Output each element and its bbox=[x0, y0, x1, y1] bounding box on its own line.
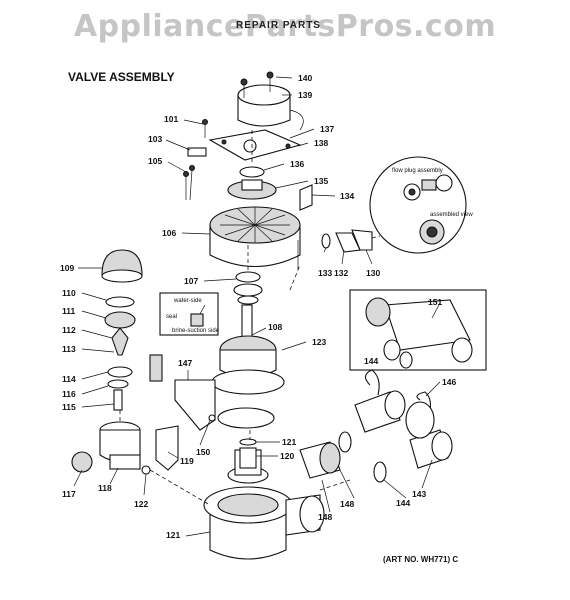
seal-inset bbox=[159, 292, 219, 336]
callout-116: 116 bbox=[62, 389, 76, 399]
callout-labels: 140 139 137 138 136 135 134 101 103 105 … bbox=[60, 73, 456, 540]
callout-140: 139 bbox=[298, 90, 312, 100]
callout-119: 119 bbox=[180, 456, 194, 466]
callout-120: 122 bbox=[134, 499, 148, 509]
callout-118: 118 bbox=[98, 483, 112, 493]
brackets bbox=[149, 354, 216, 471]
callout-148: 148 bbox=[318, 512, 332, 522]
section-title: VALVE ASSEMBLY bbox=[68, 70, 175, 84]
note-flow-plug: flow plug assembly bbox=[392, 168, 443, 174]
callout-121: 121 bbox=[166, 530, 180, 540]
callout-106: 106 bbox=[162, 228, 176, 238]
callout-146: 147 bbox=[178, 358, 192, 368]
valve-cover bbox=[209, 206, 301, 270]
note-assembled: assembled view bbox=[430, 212, 473, 218]
assembly-guides bbox=[119, 130, 351, 506]
motor-part bbox=[237, 84, 304, 131]
callout-130: 123 bbox=[312, 337, 326, 347]
piston-assembly bbox=[211, 304, 285, 429]
callout-137: 136 bbox=[290, 159, 304, 169]
note-brine-side: brine-suction side bbox=[172, 328, 220, 334]
callout-141: 140 bbox=[298, 73, 312, 83]
inset-notes: flow plug assembly assembled view water-… bbox=[166, 168, 473, 334]
callout-123: 121 bbox=[282, 437, 296, 447]
callout-138: 137 bbox=[320, 124, 334, 134]
callout-144-inset: 144 bbox=[364, 356, 378, 366]
callout-101: 101 bbox=[164, 114, 178, 124]
brine-valve-body bbox=[71, 421, 151, 475]
callout-122: 120 bbox=[280, 451, 294, 461]
flow-plug-inset bbox=[369, 156, 467, 254]
callout-109: 109 bbox=[60, 263, 74, 273]
bypass-inset bbox=[349, 289, 487, 371]
valve-body bbox=[203, 449, 325, 560]
bracket-screws bbox=[187, 119, 208, 201]
callout-111: 111 bbox=[62, 306, 76, 316]
callout-136: 135 bbox=[314, 176, 328, 186]
cover-screw bbox=[183, 171, 189, 200]
callout-110: 110 bbox=[62, 288, 76, 298]
note-seal: seal bbox=[166, 314, 177, 320]
nozzle-venturi bbox=[239, 438, 257, 469]
watermark: AppliancePartsPros.com bbox=[73, 9, 497, 44]
art-number: (ART NO. WH771) C bbox=[383, 555, 459, 564]
callout-113: 113 bbox=[62, 344, 76, 354]
callout-151: 151 bbox=[428, 297, 442, 307]
note-water-side: water-side bbox=[173, 298, 202, 304]
callout-147: 148 bbox=[340, 499, 354, 509]
callout-112: 112 bbox=[62, 325, 76, 335]
callout-105: 105 bbox=[148, 156, 162, 166]
flow-plug-parts bbox=[321, 229, 373, 253]
callout-139: 138 bbox=[314, 138, 328, 148]
seal-ring bbox=[233, 271, 263, 305]
callout-115: 115 bbox=[62, 402, 76, 412]
callout-150: 150 bbox=[196, 447, 210, 457]
callout-135: 134 bbox=[340, 191, 354, 201]
callout-117: 117 bbox=[62, 489, 76, 499]
callout-132: 130 bbox=[366, 268, 380, 278]
callout-133: 132 bbox=[334, 268, 348, 278]
callout-107: 107 bbox=[184, 276, 198, 286]
callout-134: 133 bbox=[318, 268, 332, 278]
page-subtitle: REPAIR PARTS bbox=[236, 20, 321, 31]
brine-valve-parts bbox=[101, 249, 143, 411]
callout-103: 103 bbox=[148, 134, 162, 144]
motor-screws bbox=[240, 71, 274, 98]
callout-114: 114 bbox=[62, 374, 76, 384]
adapter-fittings bbox=[299, 369, 453, 483]
callout-143: 143 bbox=[412, 489, 426, 499]
callout-145: 146 bbox=[442, 377, 456, 387]
callout-108: 108 bbox=[268, 322, 282, 332]
bracket-plate bbox=[208, 129, 302, 161]
cam-gear bbox=[227, 166, 313, 211]
callout-144: 144 bbox=[396, 498, 410, 508]
